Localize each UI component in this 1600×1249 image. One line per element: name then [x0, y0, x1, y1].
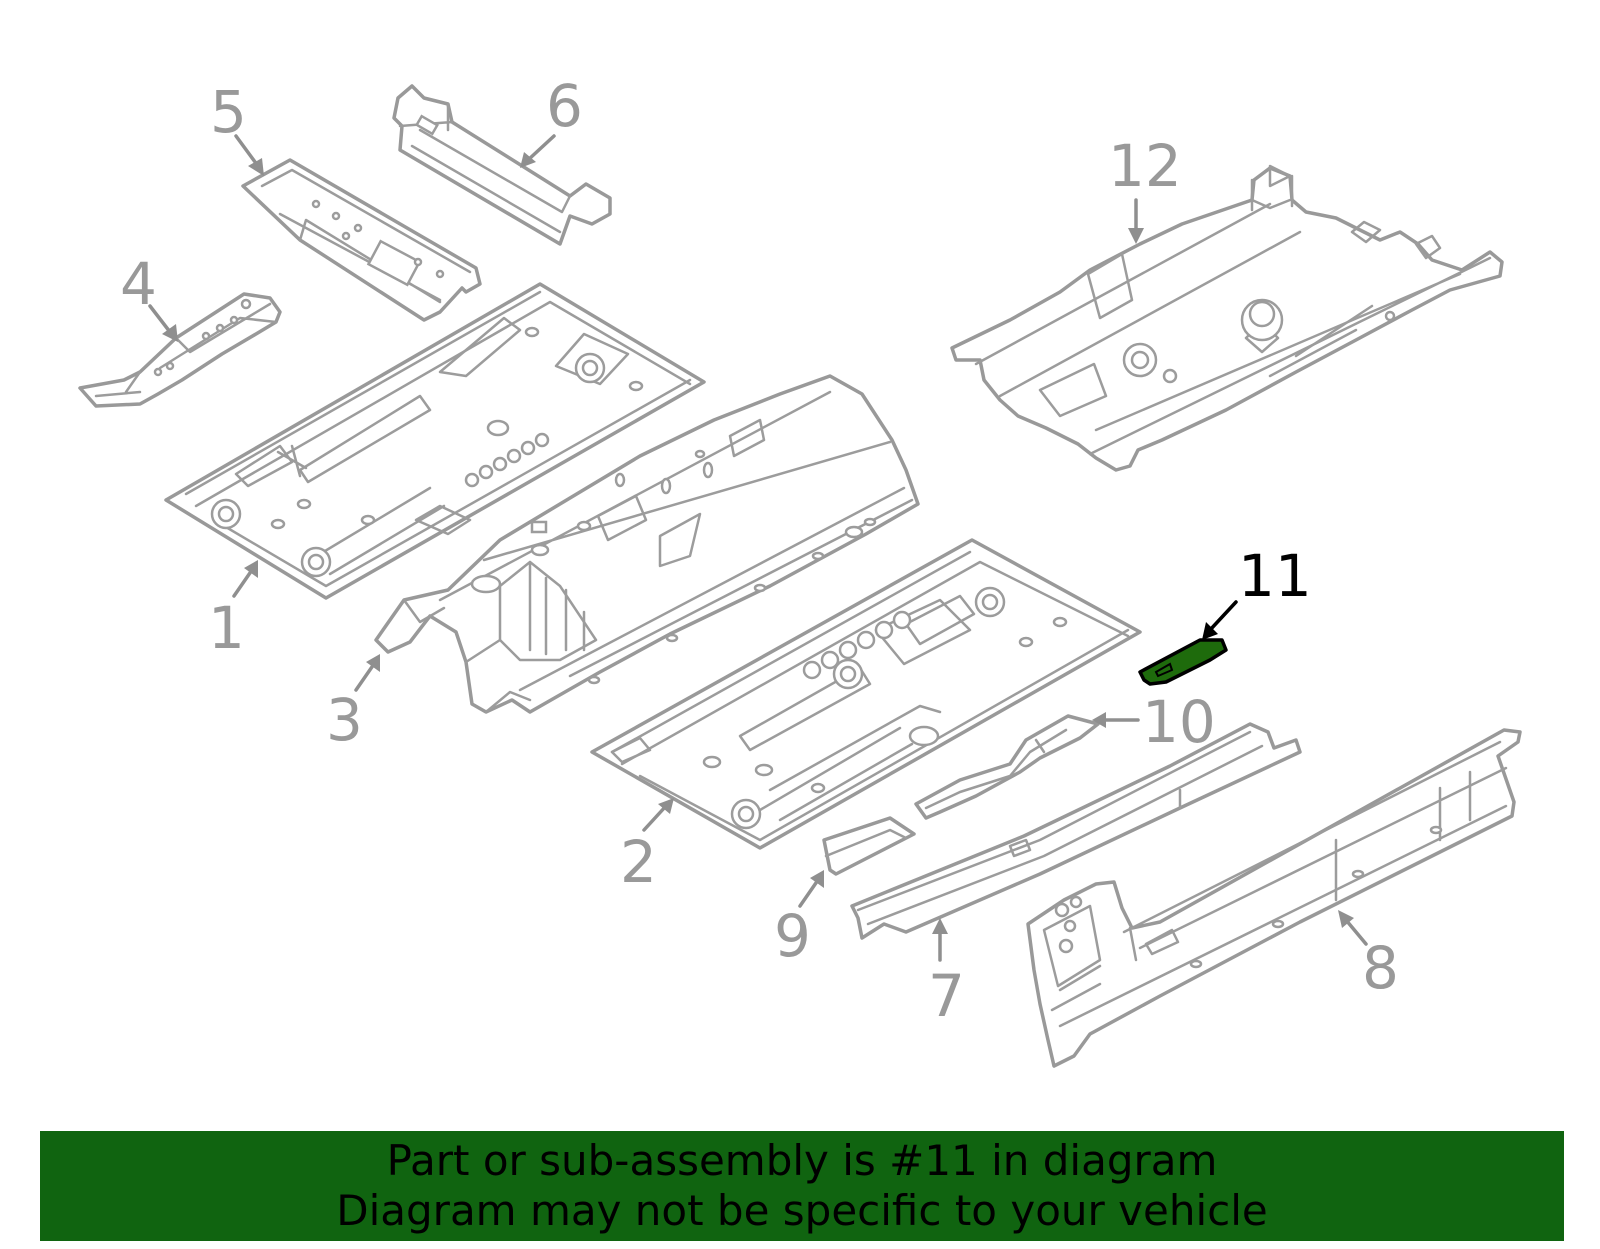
- banner-line-2: Diagram may not be specific to your vehi…: [336, 1186, 1268, 1235]
- callout-8: 8: [1362, 934, 1399, 1002]
- part-3-center-tunnel[interactable]: [374, 374, 920, 714]
- part-10-reinforcement[interactable]: [914, 714, 1100, 820]
- part-1-floor-pan[interactable]: [164, 282, 706, 600]
- part-9-plate[interactable]: [822, 816, 916, 876]
- callout-2: 2: [620, 828, 657, 896]
- part-7-side-rail[interactable]: [850, 722, 1302, 940]
- callout-12: 12: [1108, 132, 1182, 200]
- callout-labels: 5 6 4 12 1 3 11 10 2 9 7 8: [120, 72, 1399, 1030]
- callout-1: 1: [208, 594, 245, 662]
- part-12-rear-floor[interactable]: [950, 164, 1504, 472]
- part-11-highlighted[interactable]: [1138, 638, 1228, 686]
- callout-9: 9: [774, 902, 811, 970]
- callout-11: 11: [1238, 542, 1312, 610]
- banner-line-1: Part or sub-assembly is #11 in diagram: [386, 1136, 1218, 1185]
- callout-5: 5: [210, 78, 247, 146]
- callout-leaders: [148, 134, 1368, 962]
- callout-3: 3: [326, 686, 363, 754]
- callout-7: 7: [928, 962, 965, 1030]
- callout-10: 10: [1142, 688, 1216, 756]
- part-2-floor-pan[interactable]: [590, 538, 1142, 850]
- callout-6: 6: [546, 72, 583, 140]
- part-6-crossmember[interactable]: [392, 84, 612, 246]
- info-banner: Part or sub-assembly is #11 in diagram D…: [40, 1131, 1564, 1241]
- part-8-rocker[interactable]: [1026, 728, 1522, 1068]
- part-4-bracket[interactable]: [78, 292, 282, 408]
- part-5-bracket[interactable]: [241, 158, 482, 322]
- callout-4: 4: [120, 250, 157, 318]
